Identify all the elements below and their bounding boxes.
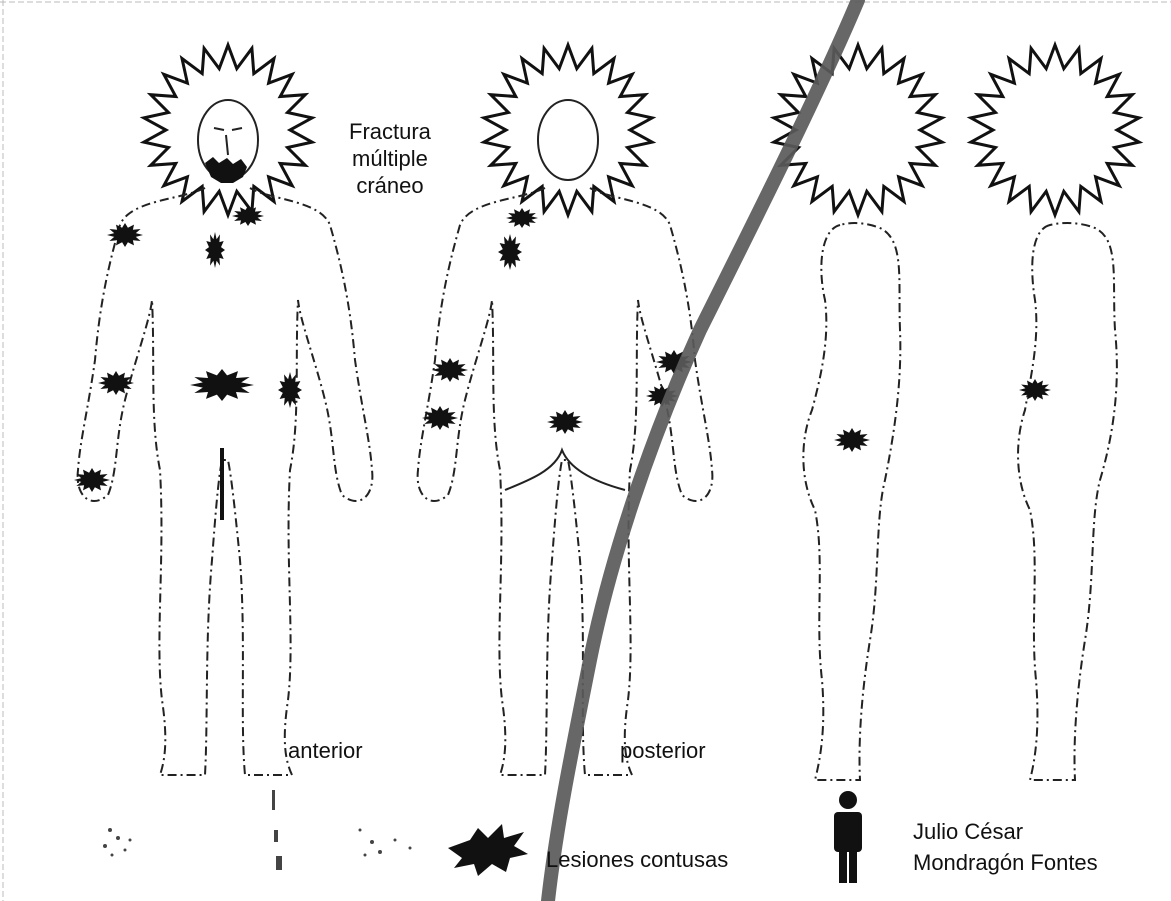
- annotation-line-2: múltiple: [349, 145, 431, 172]
- person-icon: [834, 791, 862, 883]
- lesion-mark: [232, 206, 264, 226]
- body-outline-posterior: [418, 188, 713, 775]
- skull-fracture-burst-icon: [484, 45, 652, 215]
- lesion-mark: [498, 234, 522, 270]
- legend-lesions-label: Lesiones contusas: [546, 846, 728, 873]
- annotation-line-3: cráneo: [349, 172, 431, 199]
- scan-noise: [103, 790, 412, 870]
- lesion-mark: [1019, 379, 1051, 401]
- view-label-anterior: anterior: [288, 737, 363, 764]
- lesion-mark: [432, 358, 468, 382]
- lesion-mark: [107, 223, 143, 247]
- lesion-mark: [98, 371, 134, 395]
- person-name-line-1: Julio César: [913, 818, 1098, 845]
- body-outline-lateral-1: [803, 223, 900, 780]
- figure-anterior: [78, 45, 373, 775]
- lesion-mark: [547, 410, 583, 434]
- legend-lesion-icon: [448, 824, 528, 876]
- lesion-mark: [506, 208, 538, 228]
- person-name-line-2: Mondragón Fontes: [913, 849, 1098, 876]
- lesion-mark: [834, 428, 870, 452]
- legend-person-name: Julio César Mondragón Fontes: [913, 818, 1098, 876]
- skull-fracture-burst-icon: [971, 45, 1139, 215]
- annotation-line-1: Fractura: [349, 118, 431, 145]
- body-outline-anterior: [78, 188, 373, 775]
- lesion-mark: [422, 406, 458, 430]
- skull-fracture-annotation: Fractura múltiple cráneo: [349, 118, 431, 199]
- skull-fracture-burst-icon: [144, 45, 312, 215]
- figure-lateral-2: [971, 45, 1139, 780]
- lesion-mark: [278, 372, 302, 408]
- lesion-mark: [205, 232, 225, 268]
- view-label-posterior: posterior: [620, 737, 706, 764]
- figure-lateral-1: [774, 45, 942, 780]
- body-outline-lateral-2: [1018, 223, 1117, 780]
- lesion-mark: [190, 369, 254, 401]
- buttocks-line: [505, 450, 625, 490]
